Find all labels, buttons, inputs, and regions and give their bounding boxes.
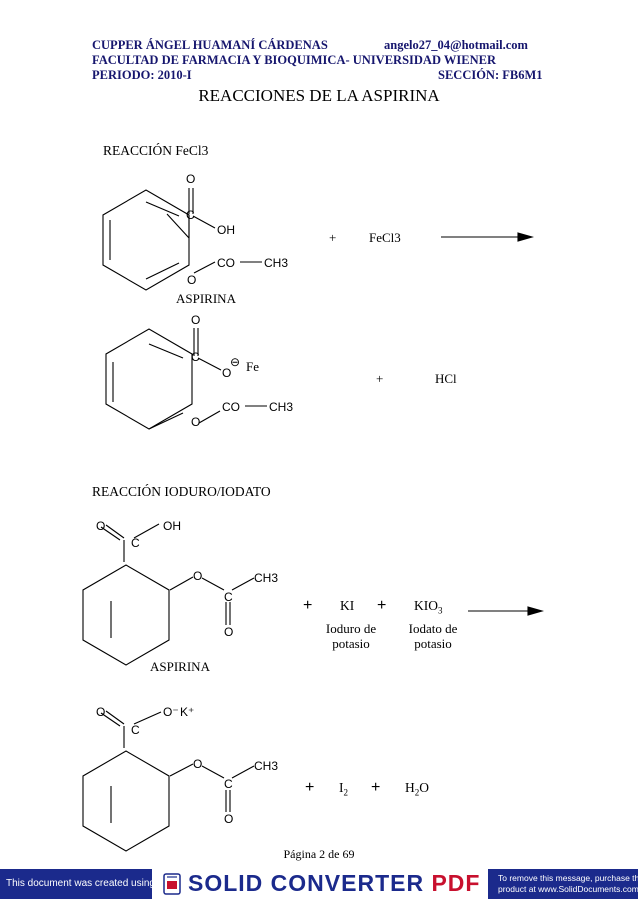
banner-left-text: This document was created using — [0, 869, 155, 899]
atom-o: O — [191, 415, 200, 429]
reaction2-plus-4: + — [371, 779, 381, 796]
atom-o: O — [96, 519, 105, 533]
banner-purchase-link[interactable]: To remove this message, purchase the pro… — [488, 869, 638, 899]
header-section: SECCIÓN: FB6M1 — [438, 68, 543, 82]
charge-minus-icon: ⊖ — [230, 355, 240, 369]
atom-o: O — [193, 757, 202, 771]
atom-co: CO — [222, 400, 240, 414]
atom-c: C — [131, 723, 140, 737]
reaction2-heading: REACCIÓN IODURO/IODATO — [92, 484, 271, 499]
atom-c: C — [191, 350, 200, 364]
atom-o: O — [191, 313, 200, 327]
atom-k-plus: K⁺ — [180, 705, 194, 719]
atom-ch3: CH3 — [254, 759, 278, 773]
header-faculty: FACULTAD DE FARMACIA Y BIOQUIMICA- UNIVE… — [92, 53, 496, 67]
reaction2-plus-1: + — [303, 597, 313, 614]
header-email: angelo27_04@hotmail.com — [384, 38, 528, 52]
reaction1-product-plus: + — [376, 371, 384, 386]
converter-banner[interactable]: This document was created using SOLID CO… — [0, 869, 638, 899]
atom-oh: OH — [163, 519, 181, 533]
reaction1-molecule-label: ASPIRINA — [176, 291, 236, 306]
reaction1-product-metal: Fe — [246, 359, 259, 374]
reaction2-plus-3: + — [305, 779, 315, 796]
reaction1-byproduct: HCl — [435, 371, 457, 386]
atom-o: O — [224, 812, 233, 826]
page-number: Página 2 de 69 — [283, 847, 355, 861]
reaction2-product-h2o: H2O — [405, 780, 429, 798]
atom-ch3: CH3 — [269, 400, 293, 414]
reaction2-kio3: KIO3 — [414, 598, 443, 616]
aspirin-structure-2 — [82, 523, 255, 666]
atom-o: O — [193, 569, 202, 583]
aspirin-salt-structure — [82, 710, 255, 852]
atom-oh: OH — [217, 223, 235, 237]
reaction2-molecule-label: ASPIRINA — [150, 659, 210, 674]
header-author: CUPPER ÁNGEL HUAMANÍ CÁRDENAS — [92, 38, 328, 52]
atom-ch3: CH3 — [254, 571, 278, 585]
atom-co: CO — [217, 256, 235, 270]
reaction2-plus-2: + — [377, 597, 387, 614]
document-logo-icon — [163, 873, 181, 895]
atom-c: C — [224, 777, 233, 791]
reaction1-plus: + — [329, 230, 337, 245]
aspirin-fe-structure — [105, 328, 267, 430]
reaction1-reagent: FeCl3 — [369, 230, 401, 245]
atom-o: O — [186, 172, 195, 186]
atom-o: O — [96, 705, 105, 719]
atom-o: O — [224, 625, 233, 639]
atom-c: C — [224, 590, 233, 604]
atom-o: O — [187, 273, 196, 287]
atom-c: C — [131, 536, 140, 550]
header-period: PERIODO: 2010-I — [92, 68, 192, 82]
atom-o: O — [222, 366, 231, 380]
reaction2-product-i2: I2 — [339, 780, 348, 798]
reaction1-heading: REACCIÓN FeCl3 — [103, 143, 209, 158]
aspirin-structure-1 — [102, 188, 262, 291]
reaction2-ki: KI — [340, 598, 355, 613]
atom-ch3: CH3 — [264, 256, 288, 270]
atom-c: C — [186, 208, 195, 222]
banner-brand: SOLID CONVERTER PDF — [188, 870, 481, 896]
atom-o-minus: O⁻ — [163, 705, 179, 719]
page-title: REACCIONES DE LA ASPIRINA — [198, 86, 440, 105]
